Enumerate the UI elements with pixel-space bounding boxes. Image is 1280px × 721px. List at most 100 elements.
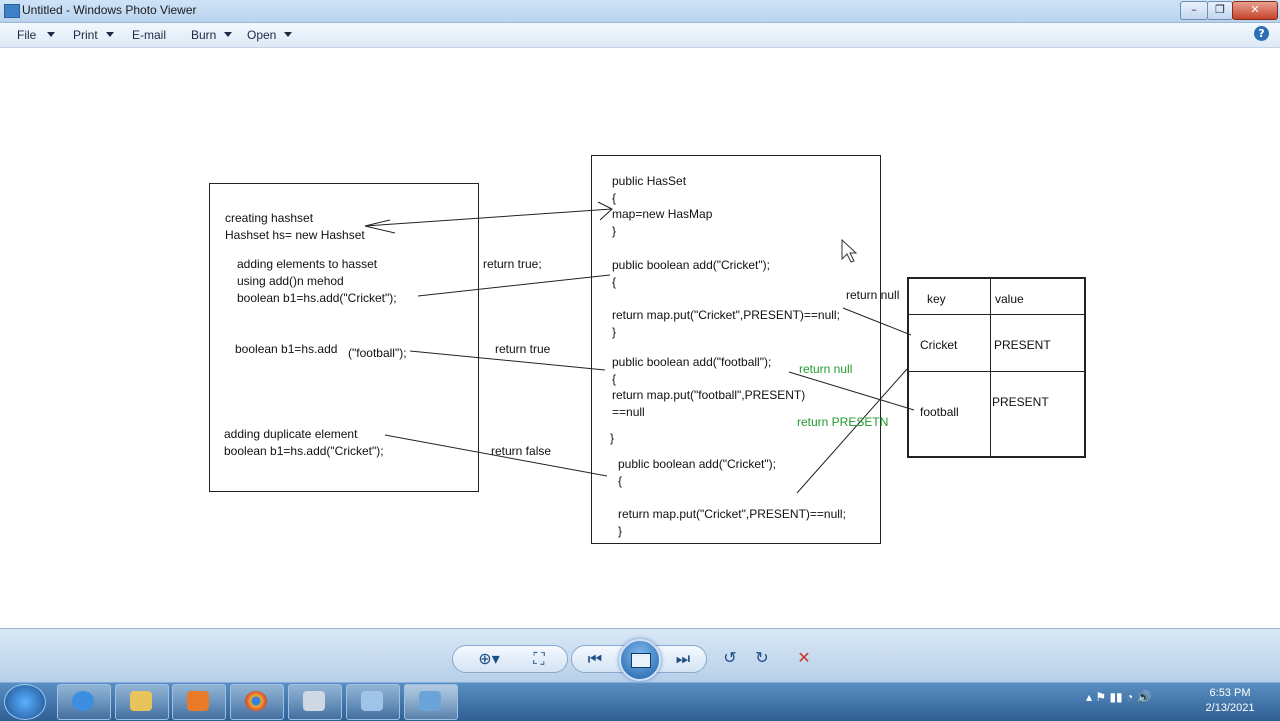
impl-line-9: public boolean add("football"); bbox=[612, 355, 772, 369]
left-line-5: boolean b1=hs.add("Cricket"); bbox=[237, 291, 397, 305]
table-header-divider bbox=[907, 314, 1084, 315]
impl-line-16: return map.put("Cricket",PRESENT)==null; bbox=[618, 507, 846, 521]
displayed-image: creating hashset Hashset hs= new Hashset… bbox=[175, 123, 1102, 554]
menu-file[interactable]: File bbox=[17, 28, 37, 42]
arrow-put-football bbox=[788, 371, 915, 411]
folder-icon bbox=[130, 691, 152, 711]
left-line-8: boolean b1=hs.add("Cricket"); bbox=[224, 444, 384, 458]
arrow-add-duplicate bbox=[384, 434, 608, 477]
arrowhead-right bbox=[597, 201, 613, 221]
table-row2-key: football bbox=[920, 405, 959, 419]
impl-line-7: return map.put("Cricket",PRESENT)==null; bbox=[612, 308, 840, 322]
burn-dropdown-icon[interactable] bbox=[224, 32, 232, 37]
diagram-arrows bbox=[364, 201, 915, 494]
impl-line-14: public boolean add("Cricket"); bbox=[618, 457, 776, 471]
zoom-icon[interactable]: ⊕▾ bbox=[478, 649, 500, 668]
arrow-put-cricket bbox=[842, 307, 912, 336]
impl-line-6: { bbox=[612, 275, 617, 289]
label-return-false: return false bbox=[491, 444, 552, 458]
label-return-true-2: return true bbox=[495, 342, 551, 356]
annotation-return-presetn: return PRESETN bbox=[797, 415, 889, 429]
left-line-6b: ("football"); bbox=[348, 346, 407, 360]
table-header-key: key bbox=[927, 292, 946, 306]
rotate-counterclockwise-icon[interactable]: ↺ bbox=[723, 648, 737, 667]
impl-line-11: return map.put("football",PRESENT) bbox=[612, 388, 806, 402]
clock-date: 2/13/2021 bbox=[1205, 702, 1255, 714]
left-line-1: creating hashset bbox=[225, 211, 314, 225]
impl-line-17: } bbox=[618, 524, 623, 538]
left-line-4: using add()n mehod bbox=[237, 274, 344, 288]
impl-line-3: map=new HasMap bbox=[612, 207, 713, 221]
zoom-fit-group: ⊕▾ ⛶ bbox=[452, 645, 568, 673]
print-dropdown-icon[interactable] bbox=[106, 32, 114, 37]
menu-print[interactable]: Print bbox=[73, 28, 98, 42]
annotation-return-null: return null bbox=[846, 288, 900, 302]
table-row1-value: PRESENT bbox=[994, 338, 1051, 352]
arrow-add-football bbox=[409, 350, 606, 371]
photo-viewer-icon bbox=[419, 691, 441, 711]
taskbar-internet-explorer[interactable] bbox=[57, 684, 111, 720]
previous-icon[interactable]: ⏮ bbox=[587, 649, 603, 668]
photo-viewer-app-icon bbox=[4, 4, 20, 18]
cube-icon bbox=[361, 691, 383, 711]
open-dropdown-icon[interactable] bbox=[284, 32, 292, 37]
maximize-button[interactable]: ❐ bbox=[1207, 1, 1233, 20]
media-player-icon bbox=[187, 691, 209, 711]
arrow-put-duplicate bbox=[796, 368, 908, 494]
actual-size-icon[interactable]: ⛶ bbox=[533, 649, 545, 668]
menu-burn[interactable]: Burn bbox=[191, 28, 217, 42]
slideshow-button[interactable] bbox=[619, 639, 661, 681]
rotate-clockwise-icon[interactable]: ↻ bbox=[755, 648, 769, 667]
taskbar-media-player[interactable] bbox=[172, 684, 226, 720]
left-line-7: adding duplicate element bbox=[224, 427, 358, 441]
left-line-6: boolean b1=hs.add bbox=[235, 342, 338, 356]
taskbar-file-explorer[interactable] bbox=[115, 684, 169, 720]
taskbar-virtualbox[interactable] bbox=[346, 684, 400, 720]
window-title: Untitled - Windows Photo Viewer bbox=[22, 3, 197, 17]
left-line-2: Hashset hs= new Hashset bbox=[225, 228, 365, 242]
slideshow-icon bbox=[631, 653, 651, 668]
system-tray[interactable]: ▴ ⚑ ▮▮ ◔ 🔊 bbox=[1086, 690, 1152, 704]
windows-taskbar bbox=[0, 682, 1280, 721]
taskbar-photo-viewer[interactable] bbox=[404, 684, 458, 720]
minimize-button[interactable]: – bbox=[1180, 1, 1208, 20]
impl-line-1: public HasSet bbox=[612, 174, 687, 188]
mouse-cursor-icon bbox=[841, 238, 858, 263]
file-dropdown-icon[interactable] bbox=[47, 32, 55, 37]
close-button[interactable]: ✕ bbox=[1232, 1, 1278, 20]
clock-time: 6:53 PM bbox=[1209, 687, 1251, 699]
table-row1-key: Cricket bbox=[920, 338, 958, 352]
arrowhead-left bbox=[364, 219, 396, 234]
taskbar-chrome[interactable] bbox=[230, 684, 284, 720]
hashmap-table bbox=[907, 277, 1086, 458]
impl-line-4: } bbox=[612, 224, 617, 238]
label-return-true-1: return true; bbox=[483, 257, 542, 271]
title-bar: Untitled - Windows Photo Viewer – ❐ ✕ bbox=[0, 0, 1280, 23]
menu-bar: File Print E-mail Burn Open bbox=[0, 23, 1280, 48]
impl-line-8: } bbox=[612, 325, 617, 339]
annotation-return-null-green: return null bbox=[799, 362, 853, 376]
arrow-add-cricket bbox=[417, 274, 611, 297]
help-icon[interactable]: ? bbox=[1254, 26, 1269, 41]
control-panel-icon bbox=[303, 691, 325, 711]
impl-line-2: { bbox=[612, 191, 617, 205]
delete-icon[interactable]: ✕ bbox=[797, 648, 811, 667]
taskbar-clock[interactable]: 6:53 PM 2/13/2021 bbox=[1196, 686, 1264, 716]
table-column-divider bbox=[990, 277, 991, 456]
hashset-client-box bbox=[209, 183, 479, 492]
internet-explorer-icon bbox=[72, 691, 94, 711]
left-line-3: adding elements to hasset bbox=[237, 257, 378, 271]
arrow-constructor bbox=[364, 208, 613, 227]
start-button[interactable] bbox=[4, 684, 46, 720]
table-row2-value: PRESENT bbox=[992, 395, 1049, 409]
hashset-implementation-box bbox=[591, 155, 881, 544]
chrome-icon bbox=[245, 691, 267, 711]
taskbar-control-panel[interactable] bbox=[288, 684, 342, 720]
image-viewport: creating hashset Hashset hs= new Hashset… bbox=[0, 48, 1280, 628]
impl-line-15: { bbox=[618, 474, 623, 488]
impl-line-13: } bbox=[610, 431, 615, 445]
menu-email[interactable]: E-mail bbox=[132, 28, 167, 42]
next-icon[interactable]: ⏭ bbox=[675, 649, 691, 668]
menu-open[interactable]: Open bbox=[247, 28, 277, 42]
impl-line-12: ==null bbox=[612, 405, 645, 419]
